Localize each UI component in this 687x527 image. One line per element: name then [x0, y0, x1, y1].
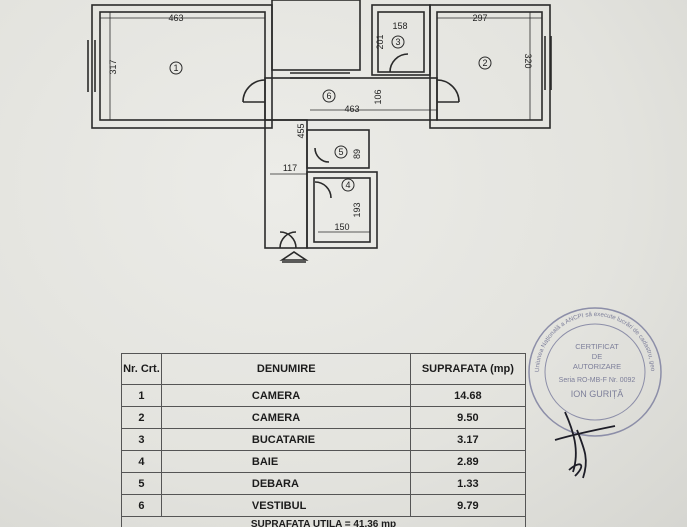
- header-nr: Nr. Crt.: [121, 353, 162, 385]
- door-arc-room2: [436, 79, 460, 103]
- dim-room1-width: 463: [168, 13, 183, 23]
- row-area: 14.68: [409, 384, 527, 407]
- dim-hall-height: 106: [373, 89, 383, 104]
- header-area: SUPRAFATA (mp): [409, 353, 527, 385]
- room-number-circle-1: [169, 61, 183, 75]
- room-number-circle-4: [341, 178, 355, 192]
- table-row: 3 BUCATARIE 3.17: [121, 428, 527, 451]
- stamp-inner-ring: [544, 323, 646, 421]
- dim-room2-width: 297: [472, 13, 487, 23]
- row-area: 3.17: [409, 428, 527, 451]
- room-2-wall: [429, 4, 551, 129]
- room-4-wall: [306, 171, 378, 249]
- dim-kitchen-height: 201: [375, 34, 385, 49]
- door-arc-storage: [314, 147, 330, 163]
- row-nr: 5: [121, 472, 162, 495]
- table-row: 1 CAMERA 14.68: [121, 384, 527, 407]
- dim-hall-width: 463: [344, 104, 359, 114]
- room-number-6: 6: [326, 91, 331, 101]
- row-area: 2.89: [409, 450, 527, 473]
- stamp-line-3: AUTORIZARE: [573, 362, 621, 371]
- table-row: 2 CAMERA 9.50: [121, 406, 527, 429]
- header-name: DENUMIRE: [160, 353, 411, 385]
- dim-storage-height: 89: [352, 149, 362, 159]
- dim-bath-height: 193: [352, 202, 362, 217]
- certification-stamp: Uniunea Națională a ANCPI să execute luc…: [525, 300, 662, 479]
- row-name: BUCATARIE: [160, 428, 411, 451]
- row-nr: 3: [121, 428, 162, 451]
- door-arc-entrance-2: [279, 231, 297, 249]
- row-name: DEBARA: [160, 472, 411, 495]
- row-name: BAIE: [160, 450, 411, 473]
- upper-middle-wall: [271, 0, 361, 71]
- room-number-circle-3: [391, 35, 405, 49]
- room-number-circle-6: [322, 89, 336, 103]
- room-4-inner: [313, 177, 371, 243]
- table-row: 6 VESTIBUL 9.79: [121, 494, 527, 517]
- room-number-circle-2: [478, 56, 492, 70]
- row-area: 1.33: [409, 472, 527, 495]
- handwritten-signature: [554, 411, 616, 479]
- room-1-inner: [99, 11, 266, 121]
- table-row: 4 BAIE 2.89: [121, 450, 527, 473]
- room-number-circle-5: [334, 145, 348, 159]
- row-name: CAMERA: [160, 406, 411, 429]
- room-3-inner: [377, 11, 425, 73]
- footer-total: SUPRAFATA UTILA = 41.36 mp: [121, 516, 526, 527]
- room-number-5: 5: [338, 147, 343, 157]
- stamp-line-1: CERTIFICAT: [575, 342, 619, 351]
- dim-corridor-width: 117: [283, 163, 297, 173]
- dim-kitchen-width: 158: [392, 21, 407, 31]
- room-2-inner: [436, 11, 543, 121]
- stamp-line-5: ION GURIȚĂ: [571, 389, 624, 399]
- stamp-outer-ring: [528, 307, 662, 437]
- stamp-line-4: Seria RO-MB-F Nr. 0092: [559, 377, 636, 384]
- room-5-wall: [306, 129, 370, 169]
- door-arc-entrance: [279, 231, 297, 249]
- room-number-3: 3: [395, 37, 400, 47]
- dim-bath-width: 150: [334, 222, 349, 232]
- room-6-wall: [264, 77, 438, 121]
- row-nr: 4: [121, 450, 162, 473]
- table-row: 5 DEBARA 1.33: [121, 472, 527, 495]
- room-number-1: 1: [173, 63, 178, 73]
- row-name: CAMERA: [160, 384, 411, 407]
- row-nr: 1: [121, 384, 162, 407]
- table-footer-row: SUPRAFATA UTILA = 41.36 mp: [121, 516, 526, 527]
- room-number-2: 2: [482, 58, 487, 68]
- door-arc-kitchen: [389, 53, 409, 73]
- row-nr: 2: [121, 406, 162, 429]
- stamp-line-2: DE: [592, 352, 602, 361]
- door-arc-room1: [242, 79, 266, 103]
- dim-room1-height: 317: [108, 59, 118, 74]
- entrance-arrow-icon: [279, 251, 309, 261]
- dim-room2-height: 320: [523, 53, 533, 68]
- dim-corridor-height: 455: [296, 123, 306, 138]
- table-header-row: Nr. Crt. DENUMIRE SUPRAFATA (mp): [121, 353, 527, 385]
- door-arc-bath: [314, 181, 332, 199]
- area-table: Nr. Crt. DENUMIRE SUPRAFATA (mp) 1 CAMER…: [121, 353, 527, 527]
- row-area: 9.50: [409, 406, 527, 429]
- room-number-4: 4: [345, 180, 350, 190]
- row-nr: 6: [121, 494, 162, 517]
- row-name: VESTIBUL: [160, 494, 411, 517]
- row-area: 9.79: [409, 494, 527, 517]
